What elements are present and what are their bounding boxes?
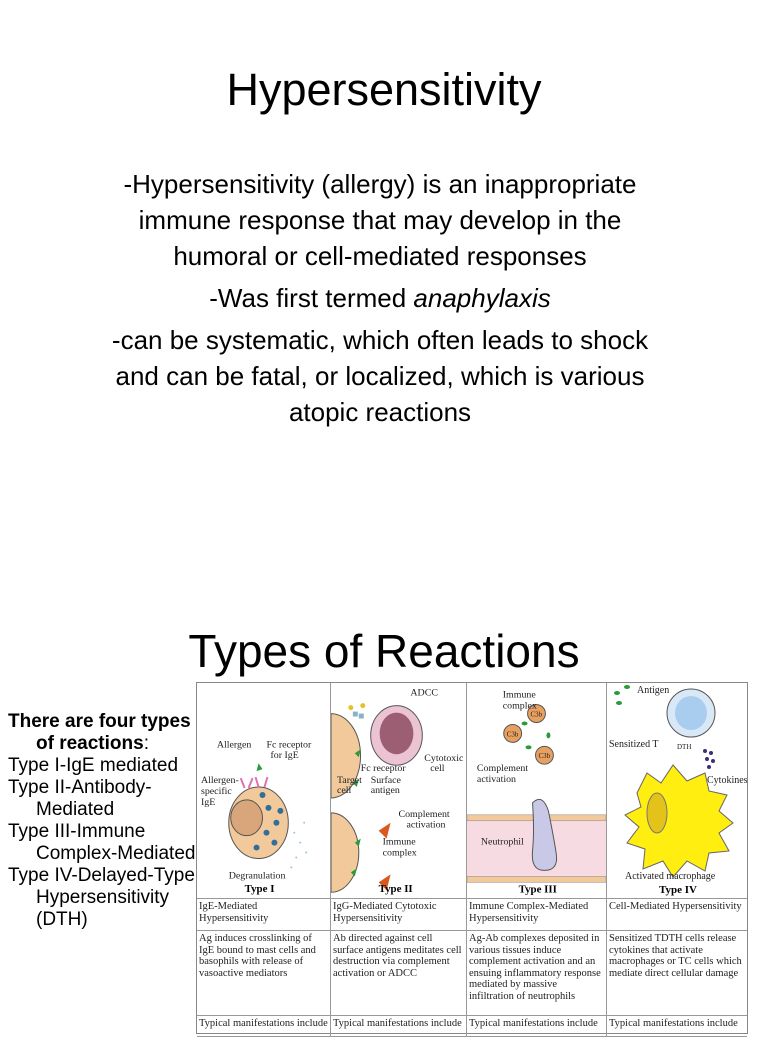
label-complex: complex (383, 848, 417, 859)
label-specific: specific (201, 786, 232, 797)
label-cell: cell (430, 763, 445, 774)
mechanism: Sensitized TDTH cells release cytokines … (609, 933, 742, 979)
slide-title-types: Types of Reactions (188, 625, 580, 677)
label-cytotoxic: Cytotoxic (424, 753, 464, 764)
label-fc-receptor: Fc receptor (266, 739, 312, 750)
manifestation: Typical manifestations include (197, 1016, 331, 1036)
type-name: IgG-Mediated Cytotoxic Hypersensitivity (331, 899, 467, 930)
label-ige: IgE (201, 797, 215, 808)
type-name: IgE-Mediated Hypersensitivity (197, 899, 331, 930)
type-name: Cell-Mediated Hypersensitivity (609, 901, 742, 912)
panel-label: Type II (379, 883, 413, 895)
mechanisms-row: Ag induces crosslinking of IgE bound to … (197, 931, 747, 1016)
label-c3b: C3b (507, 730, 519, 738)
intro-bold: There are four types of reactions (8, 711, 191, 754)
label-dth: DTH (677, 743, 691, 751)
label-c3b: C3b (531, 711, 543, 719)
names-row: IgE-Mediated Hypersensitivity IgG-Mediat… (197, 899, 747, 931)
panel-type-1: Allergen Fc receptor for IgE Allergen- s… (197, 683, 331, 898)
slide-title: Hypersensitivity (226, 64, 542, 115)
slide-body: -Hypersensitivity (allergy) is an inappr… (100, 166, 660, 436)
anaphylaxis-prefix: -Was first termed (209, 283, 414, 313)
label-complex: complex (503, 701, 537, 712)
panel-label: Type III (519, 883, 557, 895)
anaphylaxis-term: anaphylaxis (413, 283, 551, 313)
manifestation: Typical manifestations include (467, 1016, 607, 1036)
type-item: Type II-Antibody-Mediated (8, 777, 152, 820)
label-neutrophil: Neutrophil (481, 837, 524, 848)
intro-colon: : (143, 733, 149, 754)
label-immune: Immune (503, 690, 537, 701)
mechanism: Ab directed against cell surface antigen… (331, 931, 467, 1015)
types-list: There are four types of reactions: Type … (8, 711, 198, 931)
manifestation: Typical manifestations include (331, 1016, 467, 1036)
label-complement: Complement (399, 809, 450, 820)
panel-label: Type I (245, 883, 275, 895)
type-item: Type I-IgE mediated (8, 755, 179, 776)
label-antigen: Antigen (637, 685, 669, 696)
label-cytokines: Cytokines (707, 775, 747, 786)
panel-type-4: Antigen Sensitized T DTH Cytokines Activ… (607, 683, 747, 898)
label-immune: Immune (383, 837, 417, 848)
label-c3b: C3b (538, 752, 550, 760)
mast-cell-illustration (228, 763, 308, 869)
label-allergen-specific: Allergen- (201, 775, 239, 786)
mechanism: Ag induces crosslinking of IgE bound to … (197, 931, 331, 1015)
types-intro: There are four types of reactions: (8, 711, 198, 755)
label-allergen: Allergen (217, 739, 252, 750)
paragraph-anaphylaxis: -Was first termed anaphylaxis (100, 280, 660, 316)
type-name: Immune Complex-Mediated Hypersensitivity (467, 899, 607, 930)
label-antigen: antigen (371, 785, 400, 796)
label-activation: activation (406, 820, 445, 831)
panel-type-2: ADCC Cytotoxic cell Fc receptor Surface … (331, 683, 467, 898)
label-complement: Complement (477, 763, 528, 774)
label-target-cell: cell (337, 785, 352, 796)
label-fc-receptor: Fc receptor (361, 763, 407, 774)
manifestation: Typical manifestations include (609, 1018, 738, 1029)
manifestations-row: Typical manifestations include Typical m… (197, 1016, 747, 1037)
label-activated-macrophage: Activated macrophage (625, 871, 716, 882)
label-adcc: ADCC (410, 688, 438, 699)
type-item: Type III-Immune Complex-Mediated (8, 821, 196, 864)
paragraph-systematic: -can be systematic, which often leads to… (111, 325, 649, 427)
label-sensitized: Sensitized T (609, 739, 659, 750)
label-for-ige: for IgE (270, 750, 298, 761)
paragraph-definition: -Hypersensitivity (allergy) is an inappr… (123, 169, 637, 271)
cytotoxic-illustration (331, 703, 423, 893)
label-target: Target (337, 775, 362, 786)
macrophage-illustration (614, 685, 734, 878)
label-activation: activation (477, 774, 516, 785)
hypersensitivity-figure: Allergen Fc receptor for IgE Allergen- s… (196, 682, 748, 1037)
type-item: Type IV-Delayed-Type Hypersensitivity (D… (8, 865, 195, 930)
mechanism: Ag-Ab complexes deposited in various tis… (467, 931, 607, 1015)
label-surface: Surface (371, 775, 402, 786)
panel-label: Type IV (659, 884, 697, 896)
label-degranulation: Degranulation (229, 870, 286, 881)
